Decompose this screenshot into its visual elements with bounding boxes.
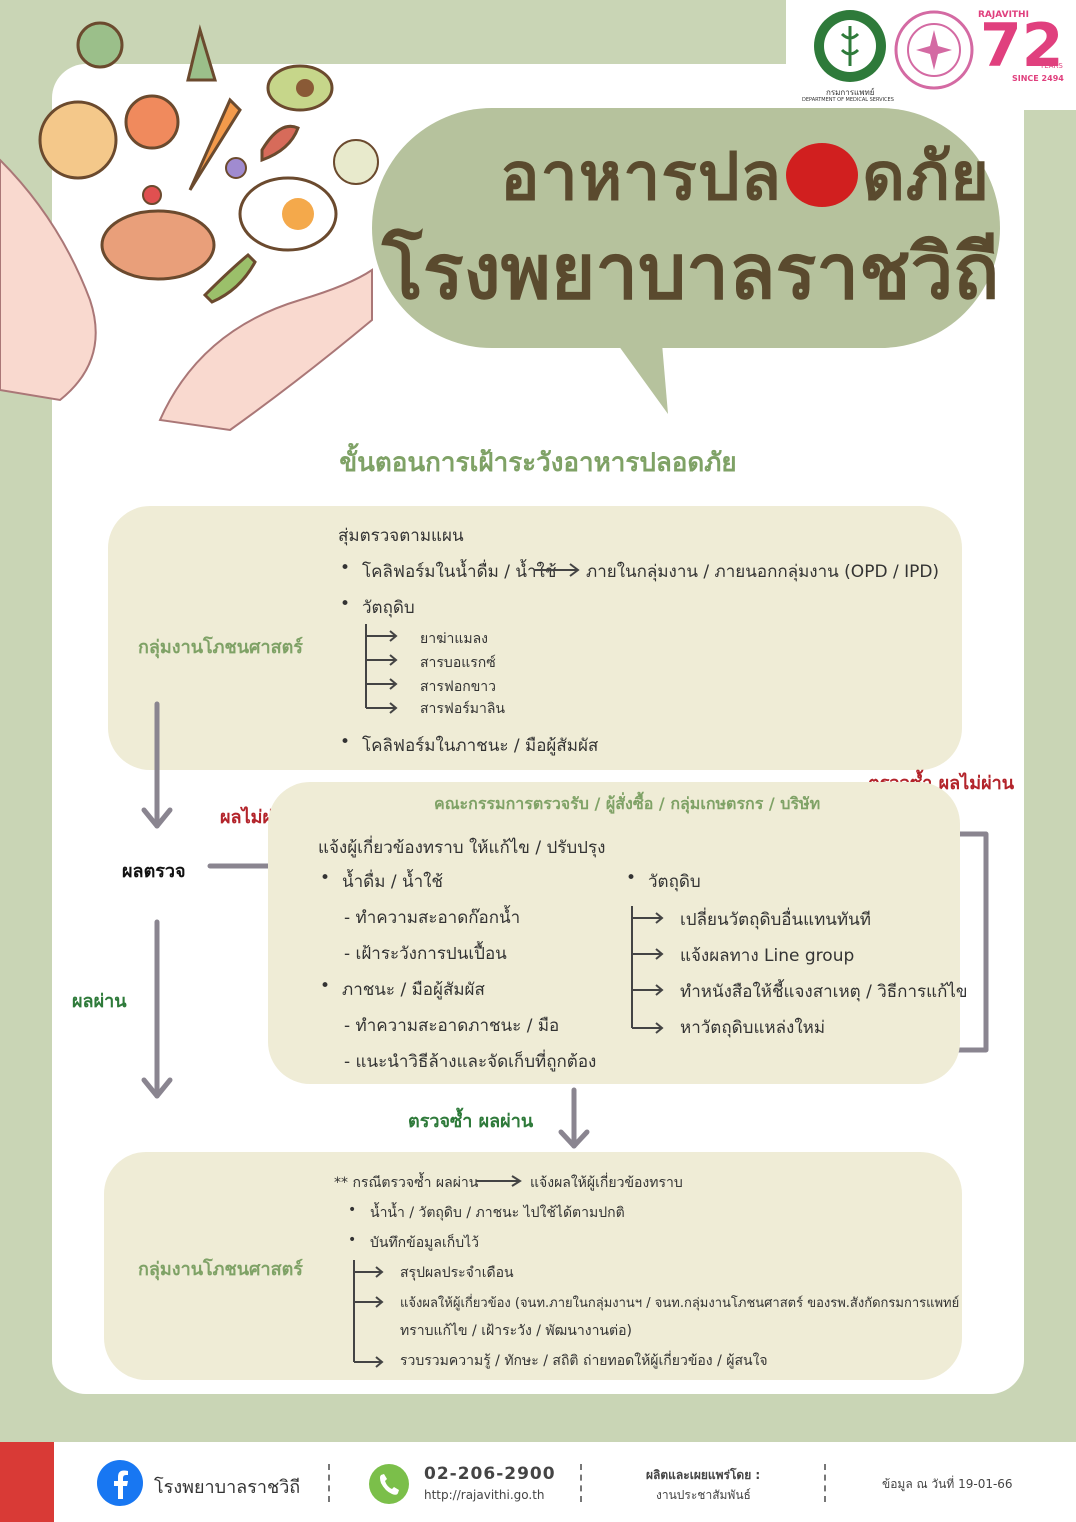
sampling-panel: [108, 506, 962, 770]
panel2-left-item-2: - ทำความสะอาดภาชนะ / มือ: [344, 1016, 560, 1036]
panel3-case-right: แจ้งผลให้ผู้เกี่ยวข้องทราบ: [530, 1175, 683, 1191]
producer: งานประชาสัมพันธ์: [656, 1488, 751, 1502]
branch-arrows-icon-3: [353, 1260, 384, 1368]
panel3-item-0: สรุปผลประจำเดือน: [400, 1265, 514, 1281]
facebook-icon[interactable]: [96, 1459, 144, 1507]
panel3-item-2: ทราบแก้ไข / เฝ้าระวัง / พัฒนางานต่อ): [400, 1323, 632, 1339]
anniversary-72-logo: RAJAVITHI 72 YEARS SINCE 2494: [978, 10, 1064, 83]
panel3-case-left: ** กรณีตรวจซ้ำ ผลผ่าน: [334, 1175, 479, 1191]
panel1-bullet1-left: โคลิฟอร์มในน้ำดื่ม / น้ำใช้: [340, 558, 556, 585]
footer: [0, 1442, 1076, 1522]
subtitle: ขั้นตอนการเฝ้าระวังอาหารปลอดภัย: [339, 448, 737, 478]
dms-logo-text: กรมการแพทย์: [826, 88, 875, 97]
logos-box: กรมการแพทย์ DEPARTMENT OF MEDICAL SERVIC…: [786, 0, 1076, 110]
panel3-item-1: แจ้งผลให้ผู้เกี่ยวข้อง (จนท.ภายในกลุ่มงา…: [400, 1296, 960, 1311]
record-panel: [104, 1152, 962, 1380]
panel2-left-bullet2: ภาชนะ / มือผู้สัมผัส: [320, 976, 485, 1003]
panel2-left-bullet1: น้ำดื่ม / น้ำใช้: [320, 868, 443, 895]
panel2-right-item-3: หาวัตถุดิบแหล่งใหม่: [680, 1018, 826, 1038]
panel2-right-item-2: ทำหนังสือให้ชี้แจงสาเหตุ / วิธีการแก้ไข: [680, 982, 968, 1002]
dms-logo-en: DEPARTMENT OF MEDICAL SERVICES: [802, 97, 894, 103]
panel1-bullet2: วัตถุดิบ: [340, 594, 415, 621]
title-bubble: [372, 108, 1000, 348]
panel3-label: กลุ่มงานโภชนศาสตร์: [138, 1259, 303, 1280]
title-line2: โรงพยาบาลราชวิถี: [382, 227, 1000, 316]
panel1-label: กลุ่มงานโภชนศาสตร์: [138, 637, 303, 658]
branch-arrows-icon: [365, 624, 398, 714]
panel3-item-3: รวบรวมความรู้ / ทักษะ / สถิติ ถ่ายทอดให้…: [400, 1353, 768, 1369]
branch-arrows-icon-2: [631, 906, 664, 1034]
data-date: ข้อมูล ณ วันที่ 19-01-66: [882, 1477, 1013, 1491]
panel2-left-item-1: - เฝ้าระวังการปนเปื้อน: [344, 944, 507, 964]
panel2-notify: แจ้งผู้เกี่ยวข้องทราบ ให้แก้ไข / ปรับปรุ…: [318, 838, 606, 858]
panel1-sub-2: สารฟอกขาว: [420, 679, 497, 695]
ministry-public-health-logo: [814, 10, 886, 82]
title-line1: อาหารปลดภัย: [500, 138, 991, 215]
produced-by: ผลิตและเผยแพร่โดย :: [646, 1468, 761, 1482]
corrective-action-panel: [268, 782, 960, 1084]
phone-icon: [369, 1464, 409, 1504]
pass-label: ผลผ่าน: [72, 991, 127, 1012]
panel1-bullet1-right: ภายในกลุ่มงาน / ภายนอกกลุ่มงาน (OPD / IP…: [586, 562, 940, 582]
footer-divider-3: [824, 1464, 826, 1502]
panel1-sub-3: สารฟอร์มาลิน: [420, 701, 506, 717]
facebook-name[interactable]: โรงพยาบาลราชวิถี: [154, 1477, 301, 1498]
tomato-icon: [786, 143, 859, 207]
panel3-bullet1: น้ำน้ำ / วัตถุดิบ / ภาชนะ ไปใช้ได้ตามปกต…: [348, 1202, 625, 1224]
food-hands-illustration: [0, 21, 379, 432]
panel1-heading: สุ่มตรวจตามแผน: [338, 526, 464, 546]
panel2-right-bullet: วัตถุดิบ: [626, 868, 701, 895]
panel1-bullet3: โคลิฟอร์มในภาชนะ / มือผู้สัมผัส: [340, 732, 598, 759]
result-label: ผลตรวจ: [122, 861, 186, 882]
panel3-bullet2: บันทึกข้อมูลเก็บไว้: [348, 1232, 479, 1254]
footer-divider-2: [580, 1464, 582, 1502]
arrow-right-icon: [534, 563, 580, 577]
footer-divider-1: [328, 1464, 330, 1502]
footer-red-bar: [0, 1442, 54, 1522]
rajavithi-hospital-logo: [894, 10, 974, 90]
panel1-sub-0: ยาฆ่าแมลง: [420, 631, 488, 647]
panel2-left-item-0: - ทำความสะอาดก๊อกน้ำ: [344, 908, 521, 928]
panel2-heading: คณะกรรมการตรวจรับ / ผู้สั่งซื้อ / กลุ่มเ…: [434, 794, 821, 813]
recheck-pass-label: ตรวจซ้ำ ผลผ่าน: [408, 1111, 534, 1132]
panel2-right-item-0: เปลี่ยนวัตถุดิบอื่นแทนทันที: [680, 910, 871, 930]
arrow-right-icon-2: [476, 1175, 522, 1187]
website-url[interactable]: http://rajavithi.go.th: [424, 1488, 545, 1502]
panel2-right-item-1: แจ้งผลทาง Line group: [680, 946, 855, 966]
bubble-tail: [600, 320, 668, 414]
panel1-sub-1: สารบอแรกซ์: [420, 655, 496, 671]
panel2-left-item-3: - แนะนำวิธีล้างและจัดเก็บที่ถูกต้อง: [344, 1052, 597, 1072]
phone-number: 02-206-2900: [424, 1464, 556, 1484]
